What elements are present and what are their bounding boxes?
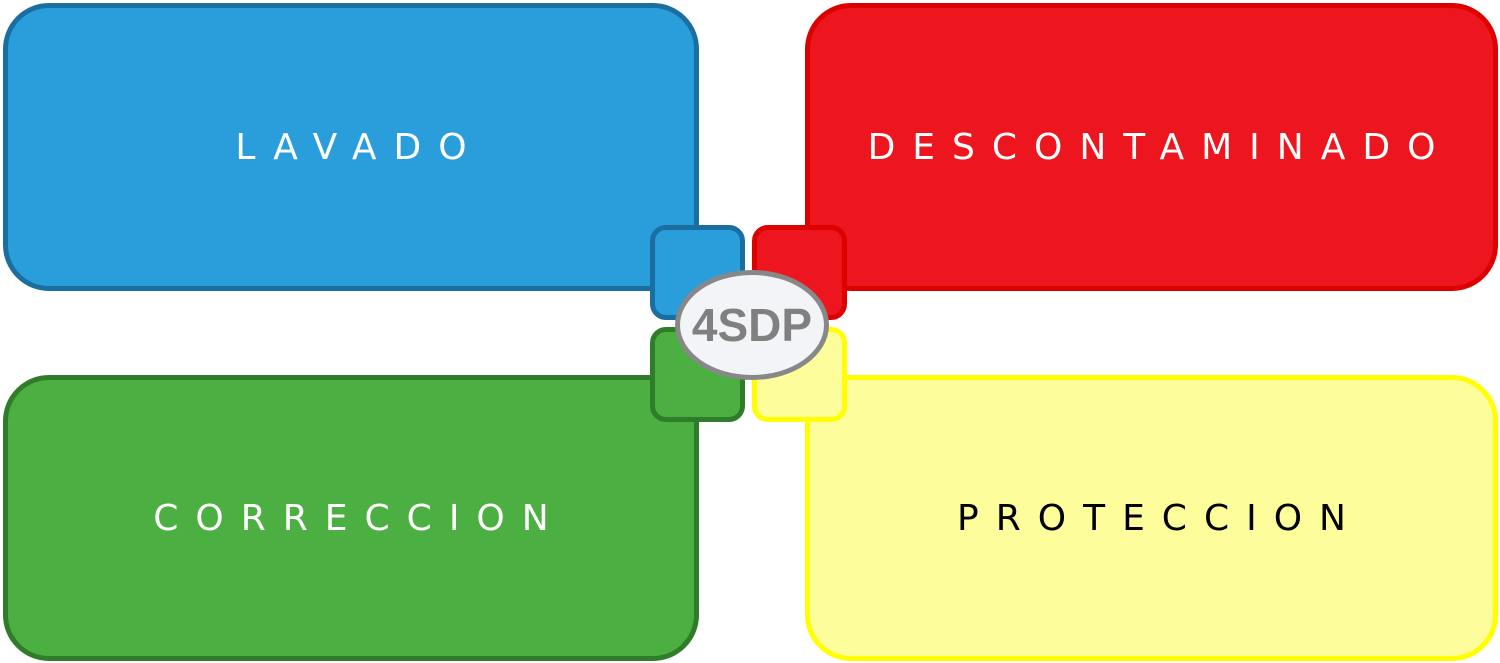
quadrant-label: PROTECCION [957,497,1363,539]
quadrant-correccion: CORRECCION [3,375,699,661]
quadrant-proteccion: PROTECCION [805,375,1498,661]
center-label: 4SDP [691,299,813,351]
quadrant-label: CORRECCION [153,497,566,539]
quadrant-label: LAVADO [235,126,484,168]
quadrant-lavado: LAVADO [3,3,699,291]
quadrant-label: DESCONTAMINADO [867,126,1453,168]
quadrant-descontaminado: DESCONTAMINADO [805,3,1498,291]
center-ellipse: 4SDP [675,270,829,380]
